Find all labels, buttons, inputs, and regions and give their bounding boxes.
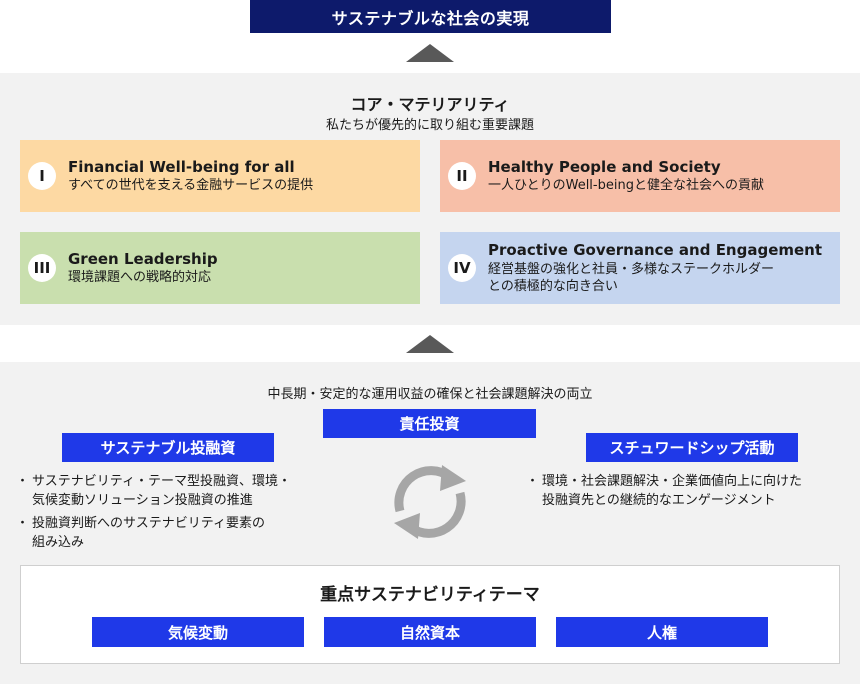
materiality-card-4: IV Proactive Governance and Engagement 経… (440, 232, 840, 304)
cycle-arrows-icon (394, 465, 466, 539)
bullet-line: 環境・社会課題解決・企業価値向上に向けた (542, 474, 803, 489)
theme-natural-capital: 自然資本 (324, 617, 536, 647)
arrow-up-icon (406, 335, 454, 353)
materiality-card-3: III Green Leadership 環境課題への戦略的対応 (20, 232, 420, 304)
stewardship-bullets: 環境・社会課題解決・企業価値向上に向けた 投融資先との継続的なエンゲージメント (526, 473, 860, 515)
bullet-item: サステナビリティ・テーマ型投融資、環境・ 気候変動ソリューション投融資の推進 (16, 473, 340, 511)
materiality-card-2: II Healthy People and Society 一人ひとりのWell… (440, 140, 840, 212)
key-themes-title: 重点サステナビリティテーマ (320, 585, 540, 605)
core-materiality-title: コア・マテリアリティ (350, 95, 510, 114)
bullet-line: 気候変動ソリューション投融資の推進 (32, 492, 253, 508)
key-themes-box (20, 565, 840, 664)
roman-numeral-badge: IV (448, 254, 476, 282)
roman-numeral-badge: II (448, 162, 476, 190)
bullet-item: 投融資判断へのサステナビリティ要素の 組み込み (16, 515, 340, 553)
investment-summary: 中長期・安定的な運用収益の確保と社会課題解決の両立 (267, 387, 593, 402)
goal-banner: サステナブルな社会の実現 (250, 0, 611, 33)
materiality-title: Green Leadership (68, 250, 218, 269)
sustainable-finance-label: サステナブル投融資 (62, 433, 274, 462)
materiality-card-1: I Financial Well-being for all すべての世代を支え… (20, 140, 420, 212)
bullet-line: サステナビリティ・テーマ型投融資、環境・ (32, 474, 291, 489)
roman-numeral-badge: I (28, 162, 56, 190)
bullet-line: 投融資判断へのサステナビリティ要素の (32, 515, 265, 531)
materiality-title: Healthy People and Society (488, 158, 721, 177)
roman-numeral-badge: III (28, 254, 56, 282)
stewardship-label: スチュワードシップ活動 (586, 433, 798, 462)
bullet-line: 組み込み (32, 534, 85, 550)
materiality-title: Proactive Governance and Engagement (488, 241, 823, 260)
materiality-desc-line-2: との積極的な向き合い (488, 279, 618, 295)
materiality-desc: すべての世代を支える金融サービスの提供 (68, 178, 314, 194)
core-materiality-subtitle: 私たちが優先的に取り組む重要課題 (325, 118, 534, 133)
bullet-line: 投融資先との継続的なエンゲージメント (542, 492, 776, 508)
materiality-desc: 環境課題への戦略的対応 (68, 270, 212, 286)
materiality-desc-line-1: 経営基盤の強化と社員・多様なステークホルダー (488, 261, 775, 277)
sustainable-finance-bullets: サステナビリティ・テーマ型投融資、環境・ 気候変動ソリューション投融資の推進 投… (16, 473, 340, 556)
responsible-investment-label: 責任投資 (323, 409, 536, 438)
theme-human-rights: 人権 (556, 617, 768, 647)
theme-climate-change: 気候変動 (92, 617, 304, 647)
materiality-desc: 一人ひとりのWell-beingと健全な社会への貢献 (488, 178, 764, 194)
bullet-item: 環境・社会課題解決・企業価値向上に向けた 投融資先との継続的なエンゲージメント (526, 473, 860, 511)
materiality-title: Financial Well-being for all (68, 158, 295, 177)
arrow-up-icon (406, 44, 454, 62)
